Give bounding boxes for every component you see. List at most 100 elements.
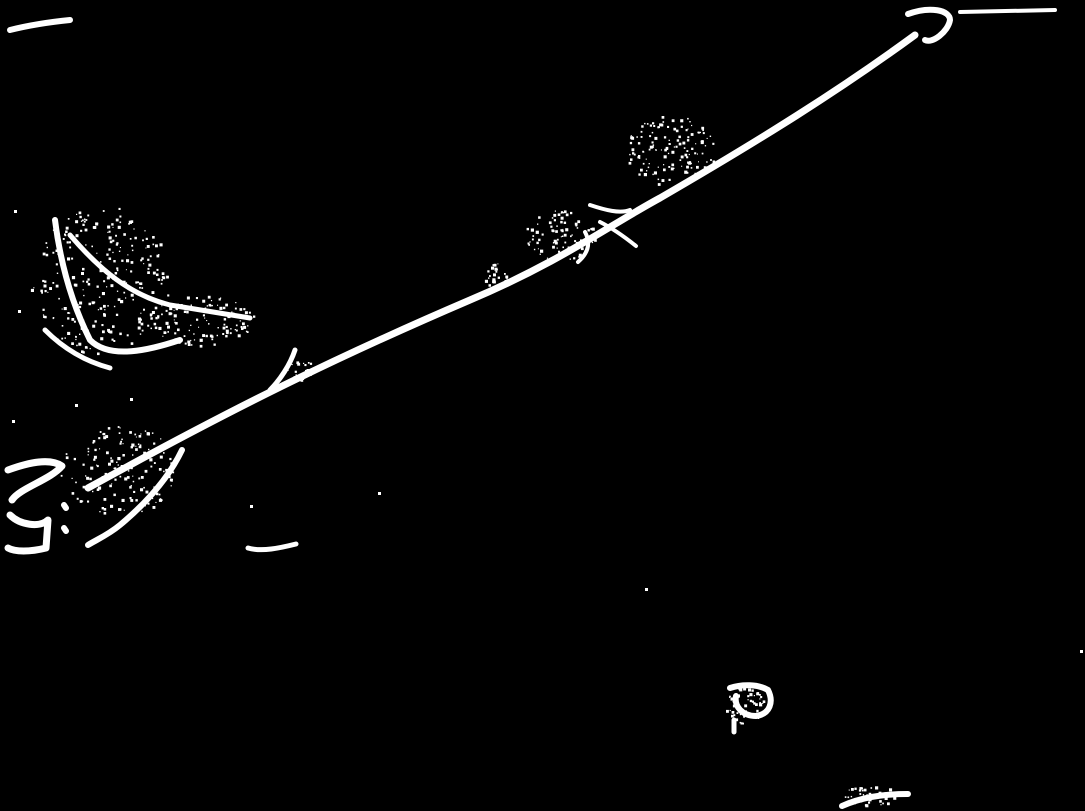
noise-speckle: [675, 129, 679, 133]
noise-speckle: [646, 170, 648, 172]
noise-speckle: [118, 250, 121, 252]
noise-speckle: [101, 324, 104, 327]
noise-speckle: [126, 476, 130, 479]
noise-speckle: [106, 253, 109, 256]
noise-speckle: [740, 722, 743, 725]
noise-speckle: [223, 323, 226, 326]
noise-speckle: [307, 362, 310, 364]
noise-speckle: [94, 448, 97, 452]
noise-speckle: [253, 315, 256, 318]
noise-speckle: [52, 251, 55, 254]
noise-speckle: [585, 234, 587, 236]
noise-speckle: [538, 238, 541, 242]
noise-speckle: [137, 443, 140, 445]
noise-speckle: [49, 287, 52, 290]
noise-speckle: [52, 229, 55, 231]
noise-speckle: [702, 129, 704, 132]
noise-speckle: [749, 699, 753, 703]
noise-speckle: [859, 787, 862, 790]
noise-speckle: [166, 275, 169, 279]
noise-speckle: [186, 296, 190, 300]
noise-speckle: [42, 314, 45, 316]
noise-speckle: [111, 223, 114, 226]
noise-speckle: [122, 280, 126, 284]
noise-speckle: [209, 304, 212, 307]
noise-speckle: [89, 255, 92, 258]
noise-speckle: [562, 228, 564, 230]
noise-speckle: [887, 802, 890, 806]
noise-speckle: [558, 250, 561, 253]
noise-speckle: [502, 283, 506, 288]
noise-speckle: [570, 235, 572, 238]
noise-speckle: [100, 337, 104, 341]
noise-speckle: [143, 486, 145, 489]
noise-speckle: [131, 244, 134, 247]
noise-speckle: [156, 268, 159, 271]
noise-speckle: [113, 493, 116, 497]
noise-speckle: [114, 272, 118, 275]
noise-speckle: [138, 477, 141, 480]
noise-speckle: [57, 252, 61, 255]
noise-speckle: [217, 304, 219, 306]
noise-speckle: [96, 465, 99, 468]
noise-speckle: [141, 329, 144, 332]
noise-speckle: [532, 235, 535, 237]
noise-speckle: [113, 305, 116, 308]
noise-speckle: [649, 145, 653, 149]
noise-speckle: [589, 239, 593, 243]
noise-speckle: [108, 248, 111, 251]
noise-speckle: [45, 242, 48, 244]
noise-speckle: [701, 140, 704, 143]
noise-speckle: [167, 473, 169, 475]
noise-speckle: [551, 229, 554, 232]
noise-speckle: [130, 499, 134, 502]
noise-speckle: [580, 239, 583, 242]
noise-speckle: [108, 230, 111, 233]
noise-speckle: [139, 444, 142, 446]
noise-speckle: [684, 170, 688, 174]
noise-speckle: [175, 322, 178, 325]
noise-speckle: [687, 161, 690, 164]
noise-speckle: [144, 504, 146, 507]
noise-speckle: [504, 273, 506, 275]
noise-speckle: [553, 219, 556, 222]
noise-speckle: [103, 313, 106, 316]
noise-speckle: [861, 787, 863, 790]
noise-speckle: [118, 207, 121, 210]
noise-speckle: [850, 795, 853, 798]
noise-speckle: [82, 463, 85, 466]
noise-speckle: [59, 250, 62, 253]
noise-speckle: [680, 125, 683, 128]
noise-speckle: [667, 125, 670, 128]
noise-speckle: [565, 228, 569, 232]
noise-speckle: [69, 246, 72, 249]
noise-speckle: [747, 699, 749, 701]
noise-speckle: [858, 789, 861, 792]
noise-speckle: [108, 462, 111, 466]
noise-speckle: [759, 694, 761, 696]
noise-speckle: [95, 222, 99, 226]
noise-speckle: [671, 150, 675, 154]
noise-speckle: [682, 143, 684, 145]
noise-speckle: [578, 253, 582, 257]
noise-speckle: [689, 121, 691, 123]
noise-speckle: [69, 312, 71, 314]
noise-speckle: [90, 466, 94, 470]
noise-speckle: [188, 308, 190, 310]
noise-speckle: [854, 803, 856, 805]
noise-speckle: [246, 331, 249, 333]
noise-speckle: [117, 464, 119, 466]
noise-speckle: [531, 238, 534, 241]
noise-speckle: [145, 237, 148, 240]
noise-speckle: [110, 504, 114, 508]
noise-speckle: [537, 248, 539, 250]
noise-speckle: [739, 713, 742, 716]
noise-speckle: [134, 236, 137, 240]
noise-speckle: [556, 247, 558, 249]
noise-speckle: [109, 472, 113, 476]
noise-speckle: [577, 220, 581, 224]
noise-speckle: [665, 147, 669, 150]
noise-speckle: [193, 339, 196, 341]
noise-speckle: [729, 709, 731, 712]
noise-speckle: [61, 325, 64, 327]
